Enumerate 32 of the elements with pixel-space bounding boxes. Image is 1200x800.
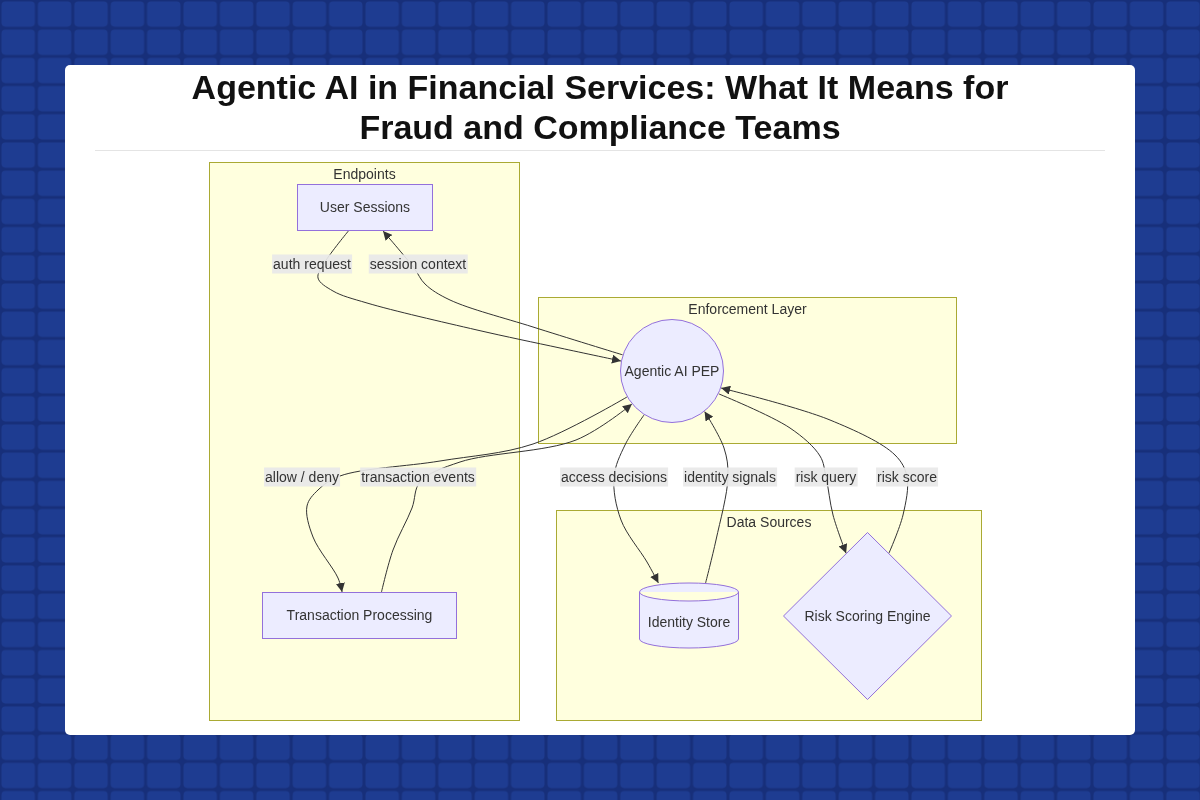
node-label: Transaction Processing	[286, 607, 433, 624]
edge-label: risk score	[876, 467, 938, 487]
edge-label: auth request	[272, 254, 352, 274]
edge-label: transaction events	[360, 467, 476, 487]
arrow	[704, 411, 729, 584]
database-cylinder	[639, 583, 739, 648]
node-label: Risk Scoring Engine	[804, 607, 931, 625]
arrow	[613, 414, 659, 584]
diagram-title: Agentic AI in Financial Services: What It Means for Fraud and Compliance Teams	[190, 67, 1010, 147]
group-title: Endpoints	[333, 166, 396, 183]
group-title: Data Sources	[726, 514, 812, 531]
node-label: User Sessions	[319, 199, 411, 216]
arrow	[381, 403, 633, 593]
group-title: Enforcement Layer	[688, 301, 807, 318]
process-box	[297, 184, 433, 231]
edge-label: access decisions	[560, 467, 668, 487]
group-panel	[556, 510, 982, 721]
node-label: Agentic AI PEP	[624, 362, 720, 380]
group-panel	[209, 162, 520, 721]
arrow	[306, 396, 628, 593]
node-label: Identity Store	[647, 614, 731, 632]
arrow	[382, 230, 624, 356]
edge-label: allow / deny	[264, 467, 340, 487]
edge-label: risk query	[794, 467, 858, 487]
group-panel	[538, 297, 957, 444]
process-box	[262, 592, 457, 639]
arrow	[720, 385, 909, 554]
decision-diamond	[783, 532, 952, 700]
arrow	[718, 393, 848, 554]
edge-label: session context	[368, 254, 468, 274]
edge-label: identity signals	[683, 467, 777, 487]
arrow	[317, 230, 622, 364]
